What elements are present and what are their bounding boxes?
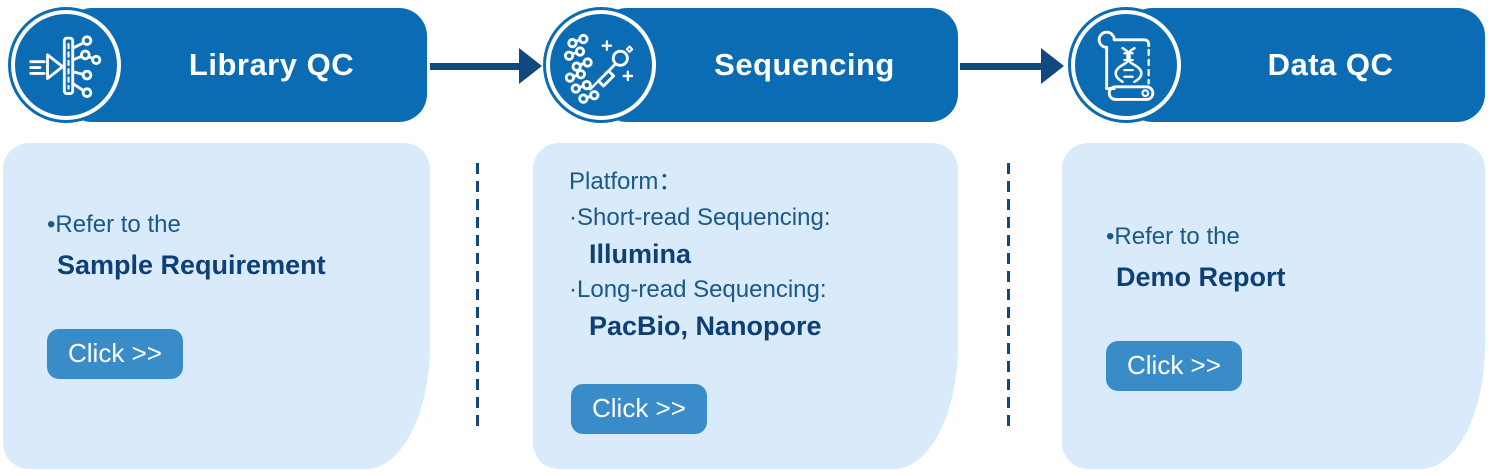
data-qc-icon: [1097, 30, 1155, 101]
sequencing-card: Platform： ·Short-read Sequencing: Illumi…: [533, 143, 958, 469]
stage-title-library-qc: Library QC: [188, 47, 355, 82]
library-qc-pill: [64, 8, 427, 122]
library-qc-icon-circle: [8, 7, 124, 123]
platform-label: Platform：: [569, 168, 683, 195]
arrow-head-icon: [519, 48, 542, 84]
data-qc-note-line: •Refer to the: [1106, 223, 1240, 250]
data-qc-icon-circle: [1068, 7, 1184, 123]
divider-1: [476, 163, 479, 429]
divider-2: [1007, 163, 1010, 429]
demo-report-label: Demo Report: [1116, 262, 1286, 292]
sequencing-icon: [563, 33, 634, 104]
data-qc-card: •Refer to the Demo Report Click >>: [1062, 143, 1485, 469]
library-qc-icon: [29, 35, 102, 99]
pacbio-nanopore-label: PacBio, Nanopore: [589, 311, 822, 341]
library-qc-note-line: •Refer to the: [47, 211, 181, 238]
stage-header-data-qc: Data QC: [1068, 7, 1485, 123]
library-qc-card: •Refer to the Sample Requirement Click >…: [3, 143, 430, 469]
sequencing-click-button[interactable]: Click >>: [571, 384, 707, 434]
flow-arrow-2: [960, 48, 1064, 84]
arrow-shaft: [430, 63, 522, 70]
stage-header-library-qc: Library QC: [8, 7, 427, 123]
sequencing-icon-circle: [543, 7, 659, 123]
short-read-line: ·Short-read Sequencing:: [569, 204, 831, 231]
sample-requirement-label: Sample Requirement: [57, 250, 326, 280]
stage-title-sequencing: Sequencing: [714, 47, 895, 82]
data-qc-pill: [1124, 8, 1485, 122]
library-qc-click-button[interactable]: Click >>: [47, 329, 183, 379]
data-qc-click-button[interactable]: Click >>: [1106, 341, 1242, 391]
arrow-head-icon: [1041, 48, 1064, 84]
flow-arrow-1: [430, 48, 542, 84]
long-read-line: ·Long-read Sequencing:: [569, 276, 827, 303]
arrow-shaft: [960, 63, 1044, 70]
stage-title-data-qc: Data QC: [1267, 47, 1394, 82]
stage-header-sequencing: Sequencing: [543, 7, 958, 123]
illumina-label: Illumina: [589, 239, 692, 269]
